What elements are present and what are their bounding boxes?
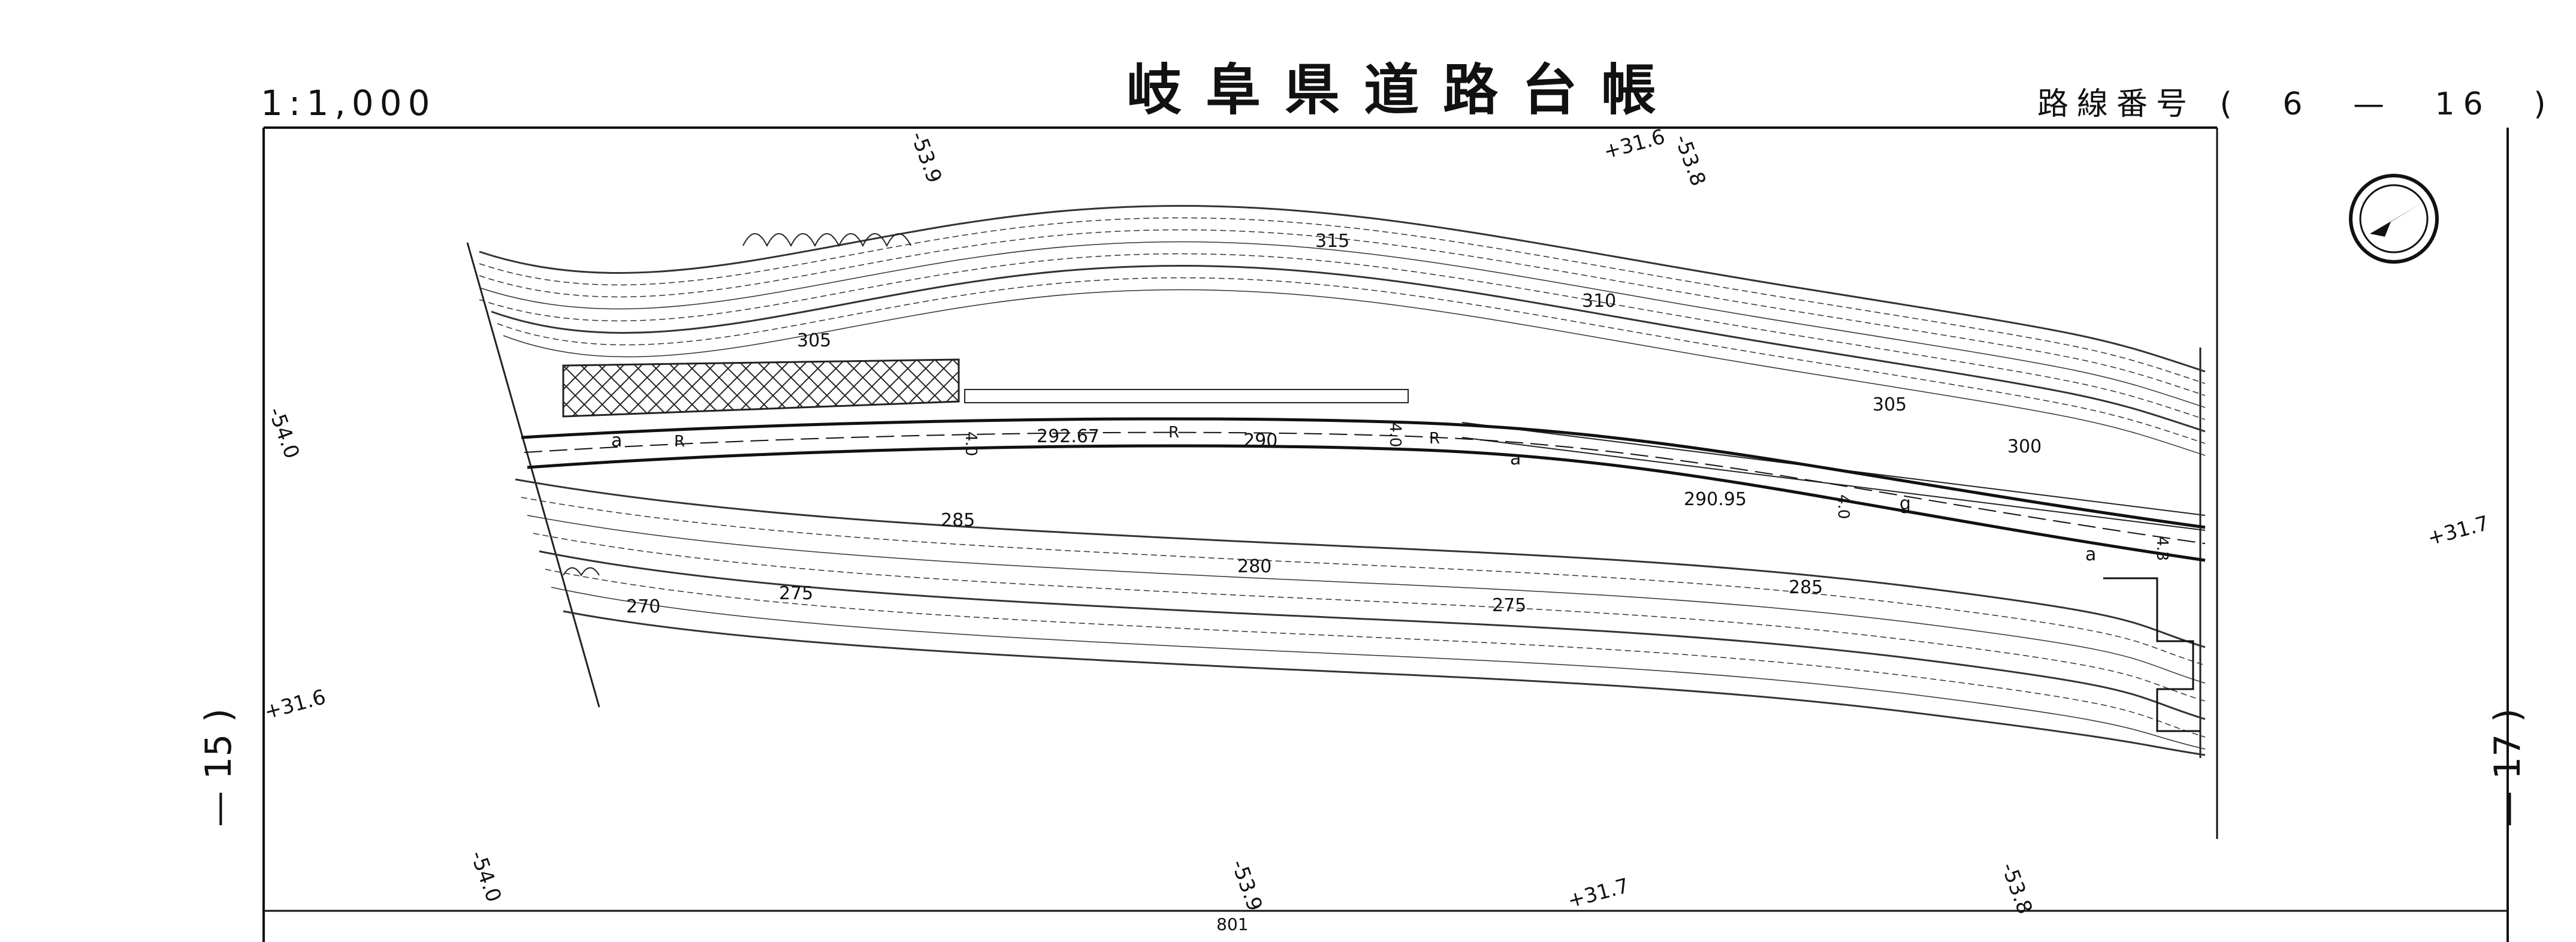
contour-label: 280	[1237, 556, 1272, 577]
contour-lines	[479, 205, 2206, 756]
road-elevation-label: 290	[1243, 430, 1278, 451]
embankment-strips	[964, 389, 2206, 531]
grid-label-top-3: -53.8	[1670, 131, 1711, 189]
contour-label: 305	[797, 330, 831, 351]
road-marker: a	[1510, 448, 1521, 469]
contour-label: 310	[1582, 291, 1616, 312]
cliff-scallops	[563, 233, 911, 576]
grid-label-top-2: +31.6	[1601, 125, 1668, 164]
route-open-paren: (	[2219, 86, 2240, 122]
grid-label-left-1: -54.0	[264, 404, 304, 461]
grid-label-right-1: +31.7	[2425, 511, 2492, 551]
contour-label: 285	[941, 510, 975, 531]
route-number-right: 16	[2435, 86, 2492, 122]
road-marker: R	[1168, 424, 1179, 442]
map-frame	[262, 126, 2509, 942]
bottom-sheet-number: 801	[1216, 914, 1248, 934]
contour-label: 270	[626, 596, 660, 617]
route-close-paren: )	[2533, 86, 2554, 122]
sheet-edges	[466, 242, 2201, 758]
road-marker: R	[1429, 430, 1440, 448]
contour-label: 300	[2007, 436, 2042, 457]
grid-label-top-1: -53.9	[906, 128, 947, 186]
grid-label-bottom-3: +31.7	[1565, 874, 1632, 913]
route-number-left: 6	[2282, 86, 2311, 122]
road-elevation-label: 292.67	[1037, 426, 1100, 447]
grid-label-bottom-4: -53.8	[1997, 859, 2037, 917]
road-marker: a	[2085, 544, 2096, 565]
road-width-label: 4.0	[1834, 494, 1852, 519]
road-width-label: 4.3	[2153, 536, 2171, 561]
grid-label-bottom-2: -53.9	[1227, 856, 1267, 914]
north-arrow-icon	[2349, 174, 2439, 264]
road-marker: a	[611, 430, 622, 451]
road-elevation-label: 290.95	[1684, 489, 1747, 510]
route-number-label: 路線番号	[2037, 86, 2196, 122]
grid-label-bottom-1: -54.0	[466, 847, 506, 905]
grid-label-left-2: +31.6	[262, 685, 328, 724]
road-marker: g	[1899, 493, 1911, 514]
road-width-label: 4.0	[962, 431, 980, 456]
contour-label: 315	[1315, 231, 1349, 252]
contour-label: 285	[1789, 577, 1823, 598]
road-width-label: 4.0	[1386, 422, 1404, 447]
structure-outline	[2103, 577, 2200, 732]
scale-label: 1:1,000	[261, 83, 436, 123]
page-title: 岐阜県道路台帳	[1127, 58, 1681, 122]
road-lines	[521, 417, 2206, 562]
route-number-dash: —	[2353, 86, 2393, 122]
contour-label: 275	[779, 583, 813, 604]
retaining-wall-hatch	[562, 358, 960, 418]
contour-label: 305	[1873, 394, 1907, 415]
road-marker: R	[674, 433, 685, 451]
contour-label: 275	[1492, 595, 1526, 616]
route-number: 路線番号 ( 6 — 16 )	[2037, 89, 2554, 120]
